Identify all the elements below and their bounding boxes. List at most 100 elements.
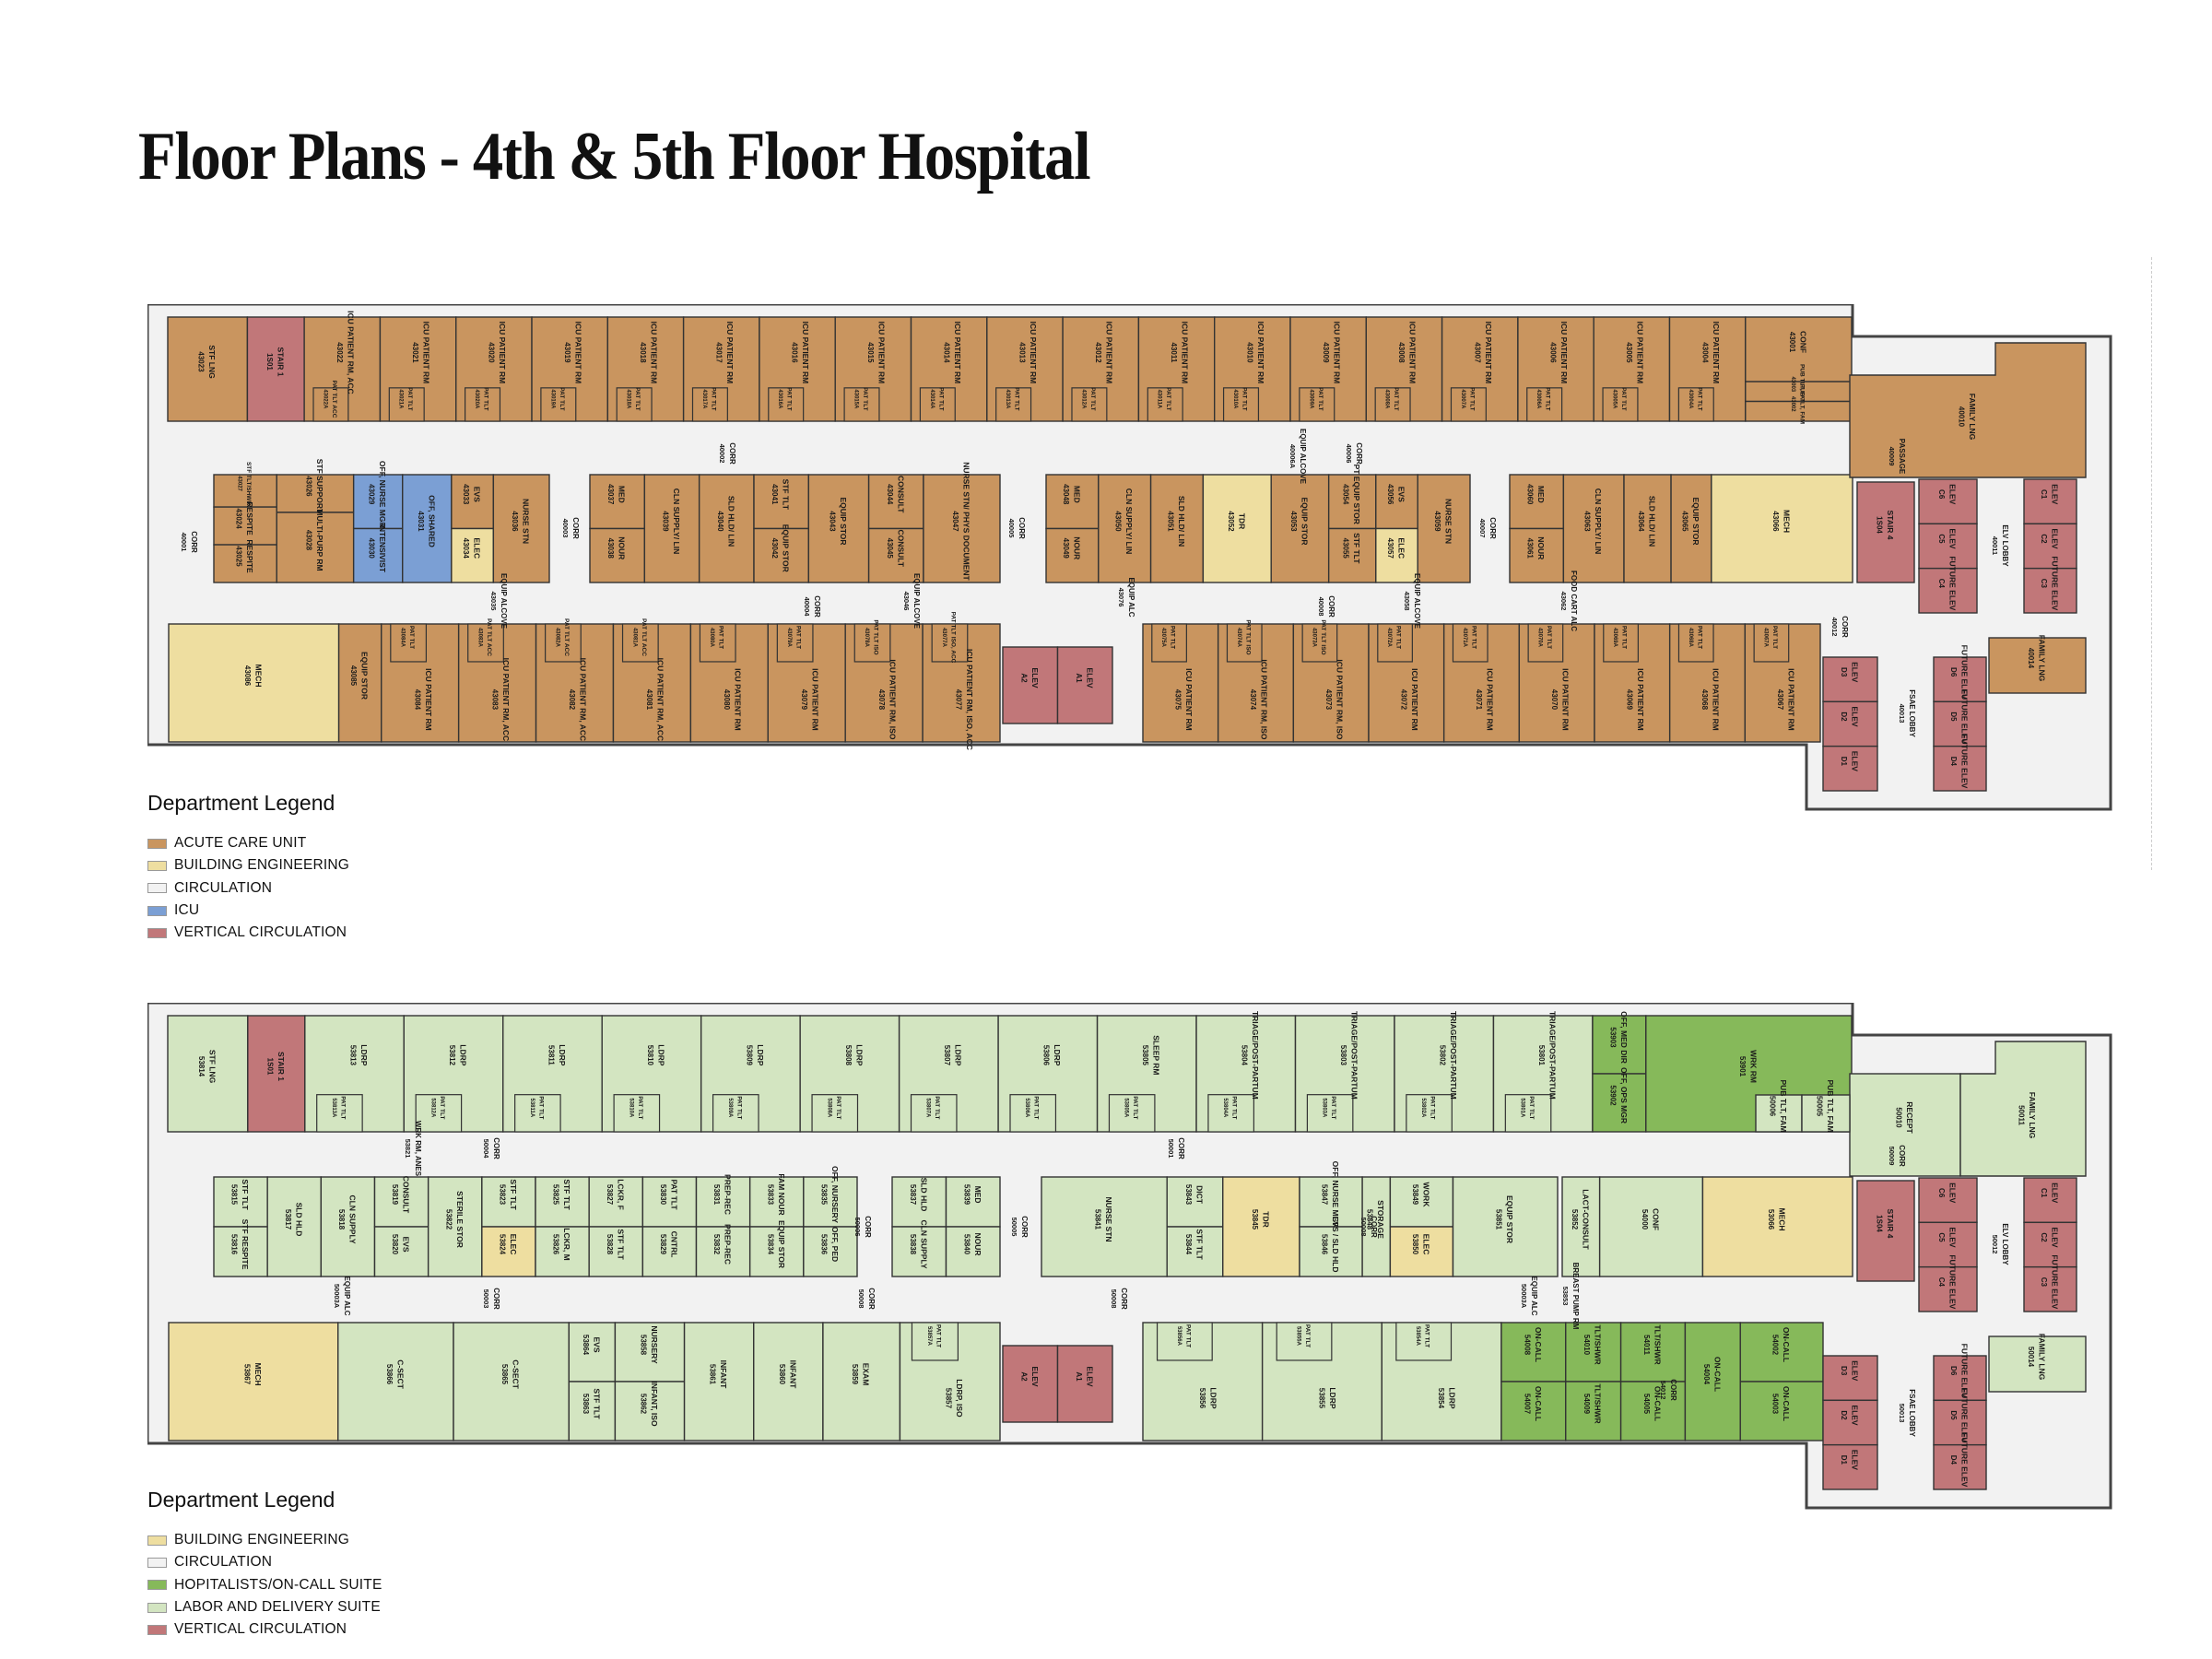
- room-number: 53838: [909, 1234, 917, 1255]
- room-name: NURSE STN: [522, 499, 531, 544]
- room-name: PAT TLT: [439, 1096, 445, 1119]
- room-name: CORR: [1841, 616, 1849, 638]
- room-name: PAT TLT: [786, 387, 793, 410]
- room-fill: [1327, 474, 1377, 530]
- room-name: PUB TLT, FAM: [1826, 1080, 1835, 1133]
- room-number: 43079: [800, 689, 808, 711]
- toilet-fill: [1151, 623, 1187, 663]
- room-name: ICU PATIENT RM: [801, 322, 810, 384]
- room-name: ELEV: [1948, 528, 1958, 549]
- room-number: 43020A: [474, 389, 479, 409]
- room-number: 43071A: [1462, 628, 1467, 648]
- room-name: FUTURE ELEV: [1960, 689, 1970, 744]
- room-number: 43081A: [631, 628, 637, 648]
- room-number: 53813A: [331, 1098, 336, 1118]
- room-fill: [1988, 637, 2087, 694]
- room-number: 53811A: [529, 1098, 535, 1117]
- room-number: 43060: [1526, 484, 1535, 505]
- room-fill: [1500, 1381, 1567, 1441]
- legend-label: LABOR AND DELIVERY SUITE: [174, 1599, 381, 1616]
- room-name: EQUIP STOR: [1505, 1195, 1514, 1243]
- room-name: PAT TLT: [634, 387, 641, 410]
- room-number: 53867: [242, 1364, 251, 1385]
- room-number: 53857A: [926, 1326, 932, 1347]
- room-fill: [1509, 474, 1565, 530]
- room-name: MULTI-PURP RM: [315, 509, 324, 571]
- room-name: CORR: [1370, 1216, 1378, 1238]
- room-number: 53862: [639, 1394, 647, 1415]
- room-name: CONSULT: [402, 1176, 411, 1214]
- room-number: 40014: [2027, 648, 2035, 669]
- room-name: PAT TLT: [1089, 387, 1096, 410]
- room-number: 40006A: [1288, 444, 1297, 469]
- toilet-fill: [699, 623, 736, 663]
- room-fill: [1202, 474, 1272, 583]
- room-name: CLN SUPPLY: [919, 1219, 928, 1268]
- room-name: LDRP: [656, 1044, 665, 1065]
- room-fill: [1849, 1073, 1961, 1177]
- room-name: FUTURE ELEV: [1948, 556, 1958, 610]
- room-number: 43020: [487, 342, 495, 363]
- room-name: OFF, OPS MGR: [1619, 1067, 1629, 1124]
- room-number: 53811: [547, 1045, 555, 1065]
- room-number: 53812A: [429, 1098, 435, 1118]
- room-fill: [867, 474, 924, 530]
- room-fill: [1918, 1265, 1978, 1312]
- room-name: EXAM: [862, 1363, 871, 1386]
- room-fill: [246, 316, 305, 422]
- room-number: 53820: [391, 1234, 399, 1255]
- room-name: ICU PATIENT RM, ISO: [888, 659, 897, 739]
- room-name: SLEEP RM: [1152, 1035, 1161, 1075]
- room-name: ICU PATIENT RM: [1712, 668, 1721, 731]
- room-fill: [1822, 656, 1878, 703]
- room-number: 43010A: [1232, 389, 1238, 409]
- room-name: LDRP: [558, 1044, 567, 1065]
- room-fill: [337, 1322, 454, 1441]
- room-number: 43014A: [929, 389, 935, 409]
- room-name: FUTURE ELEV: [1948, 1254, 1958, 1309]
- room-number: 53806A: [1024, 1098, 1030, 1118]
- room-fill: [1701, 1176, 1853, 1277]
- room-number: D3: [1840, 1366, 1848, 1376]
- room-number: 53816: [230, 1234, 239, 1255]
- room-name: FUTURE ELEV: [1960, 1388, 1970, 1442]
